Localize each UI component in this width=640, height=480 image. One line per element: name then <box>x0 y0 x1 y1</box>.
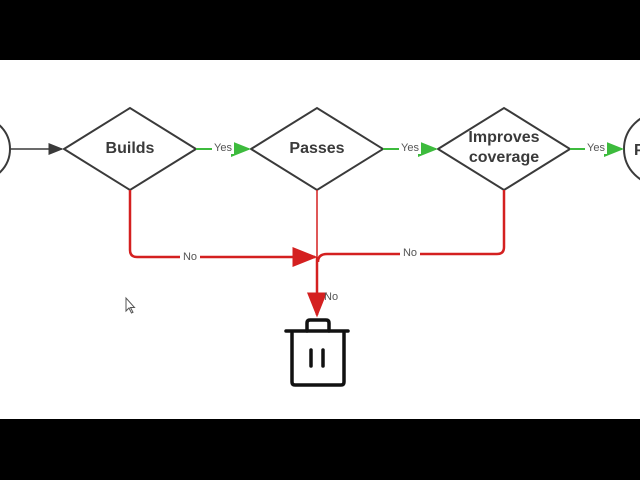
mouse-cursor-icon <box>125 296 136 314</box>
builds-no-label: No <box>183 251 197 263</box>
improves-to-end-edge: Yes <box>570 141 624 157</box>
improves-label-line2: coverage <box>469 149 539 166</box>
builds-yes-label: Yes <box>214 142 232 154</box>
trash-icon <box>284 318 350 387</box>
builds-label: Builds <box>106 140 155 157</box>
passes-yes-label: Yes <box>401 142 419 154</box>
passes-label: Passes <box>289 140 344 157</box>
end-node: P <box>623 117 640 181</box>
start-node <box>0 124 11 174</box>
improves-no-edge: No <box>316 190 506 263</box>
passes-no-edge: No <box>307 190 338 318</box>
letterbox-bottom <box>0 419 640 480</box>
improves-coverage-decision-node: Improves coverage <box>436 106 572 192</box>
letterbox-top <box>0 0 640 60</box>
diagram-canvas: Builds Passes Improves coverage P <box>0 60 640 419</box>
builds-decision-node: Builds <box>62 106 198 192</box>
passes-decision-node: Passes <box>249 106 385 192</box>
improves-yes-label: Yes <box>587 142 605 154</box>
passes-no-label: No <box>324 291 338 303</box>
builds-to-passes-edge: Yes <box>196 141 251 157</box>
improves-no-label: No <box>403 247 417 259</box>
improves-label-line1: Improves <box>468 129 539 146</box>
builds-no-edge: No <box>128 190 318 267</box>
end-node-label: P <box>634 142 640 159</box>
flowchart: Builds Passes Improves coverage P <box>0 106 640 387</box>
passes-to-improves-edge: Yes <box>383 141 438 157</box>
